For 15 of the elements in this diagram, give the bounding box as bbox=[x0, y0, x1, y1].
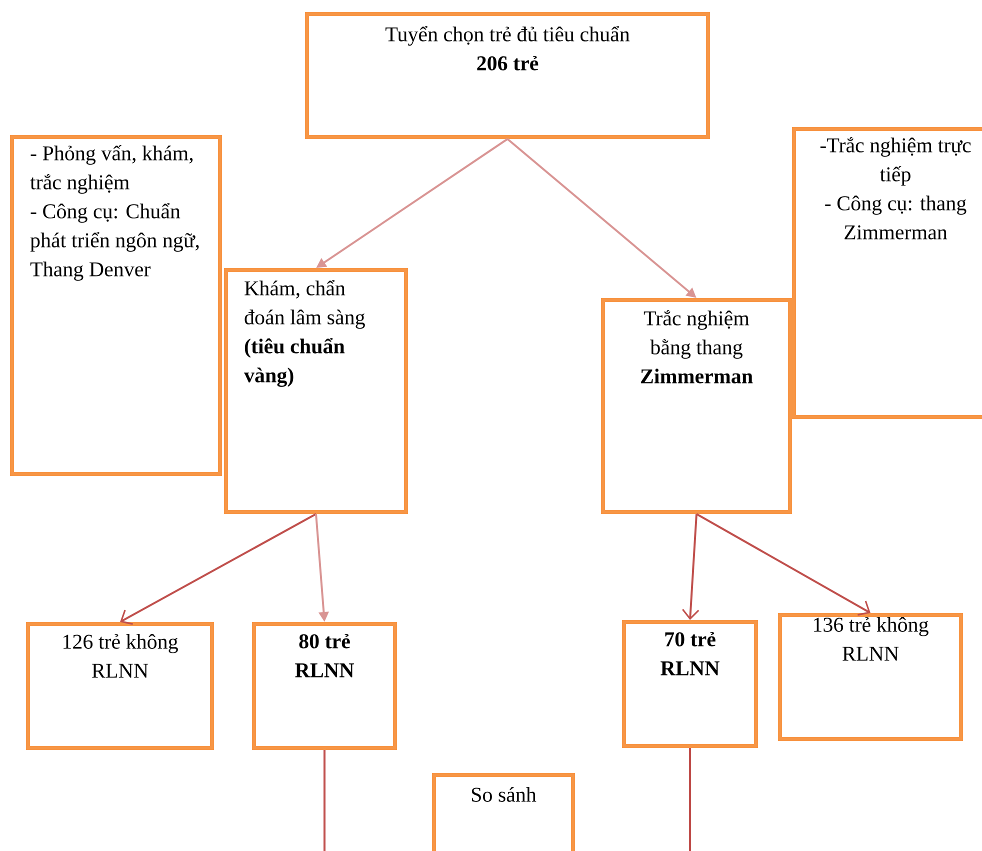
process-box: Khám, chẩn đoán lâm sàng (tiêu chuẩn vàng) bbox=[224, 268, 408, 514]
connector-line bbox=[689, 748, 691, 851]
result-box: 70 trẻ RLNN bbox=[622, 620, 758, 748]
process-box: Trắc nghiệm bằng thang Zimmerman bbox=[601, 298, 792, 514]
note-box: - Phỏng vấn, khám, trắc nghiệm - Công cụ: Chuẩn phát triển ngôn ngữ, Thang Denver bbox=[10, 135, 222, 476]
result-box: 136 trẻ không RLNN bbox=[778, 613, 964, 741]
connector-line bbox=[324, 750, 326, 851]
arrow bbox=[696, 513, 871, 616]
arrow bbox=[682, 514, 700, 620]
arrow bbox=[120, 513, 316, 625]
result-box: 80 trẻ RLNN bbox=[252, 622, 397, 750]
process-box: So sánh bbox=[432, 773, 575, 851]
note-box: -Trắc nghiệm trực tiếp - Công cụ: thang Zimmerman bbox=[792, 127, 982, 419]
result-box: 126 trẻ không RLNN bbox=[26, 622, 214, 750]
process-box: Tuyển chọn trẻ đủ tiêu chuẩn 206 trẻ bbox=[305, 12, 710, 139]
